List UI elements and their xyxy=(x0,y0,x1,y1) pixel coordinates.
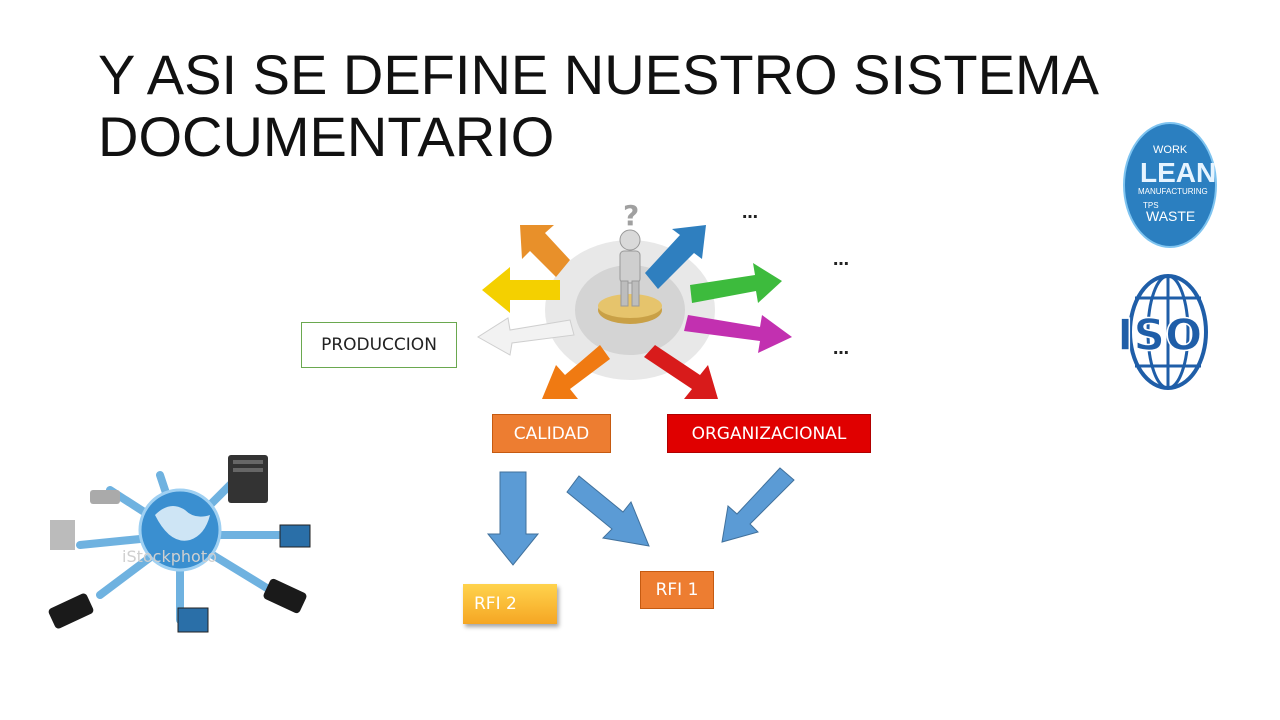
slide-title-line-1: Y ASI SE DEFINE NUESTRO SISTEMA xyxy=(98,43,1099,106)
slide-title-line-2: DOCUMENTARIO xyxy=(98,105,555,168)
rfi1-box: RFI 1 xyxy=(640,571,714,609)
network-illustration: iStockphoto xyxy=(48,455,311,633)
svg-text:LEAN: LEAN xyxy=(1140,157,1216,188)
produccion-box: PRODUCCION xyxy=(301,322,457,368)
svg-text:ISO: ISO xyxy=(1117,310,1202,361)
arrow-diagonal-left-icon xyxy=(721,467,795,543)
svg-text:MANUFACTURING: MANUFACTURING xyxy=(1138,187,1208,196)
svg-text:WORK: WORK xyxy=(1153,144,1188,156)
ellipsis-3: … xyxy=(833,339,849,358)
svg-text:WASTE: WASTE xyxy=(1146,208,1195,224)
wheel-illustration: ? xyxy=(477,199,792,399)
svg-text:?: ? xyxy=(623,199,639,232)
iso-logo: ISO xyxy=(1116,274,1208,390)
lean-logo: WORK LEAN MANUFACTURING TPS WASTE xyxy=(1123,122,1217,248)
organizacional-box: ORGANIZACIONAL xyxy=(667,414,871,453)
ellipsis-2: … xyxy=(833,250,849,269)
ellipsis-1: … xyxy=(742,203,758,222)
arrow-down-icon xyxy=(486,471,540,566)
arrow-diagonal-right-icon xyxy=(566,475,650,547)
rfi2-box: RFI 2 xyxy=(463,584,557,624)
calidad-box: CALIDAD xyxy=(492,414,611,453)
svg-text:TPS: TPS xyxy=(1143,201,1159,210)
istockphoto-watermark: iStockphoto xyxy=(122,547,217,566)
slide-title: Y ASI SE DEFINE NUESTRO SISTEMA DOCUMENT… xyxy=(98,44,1198,168)
